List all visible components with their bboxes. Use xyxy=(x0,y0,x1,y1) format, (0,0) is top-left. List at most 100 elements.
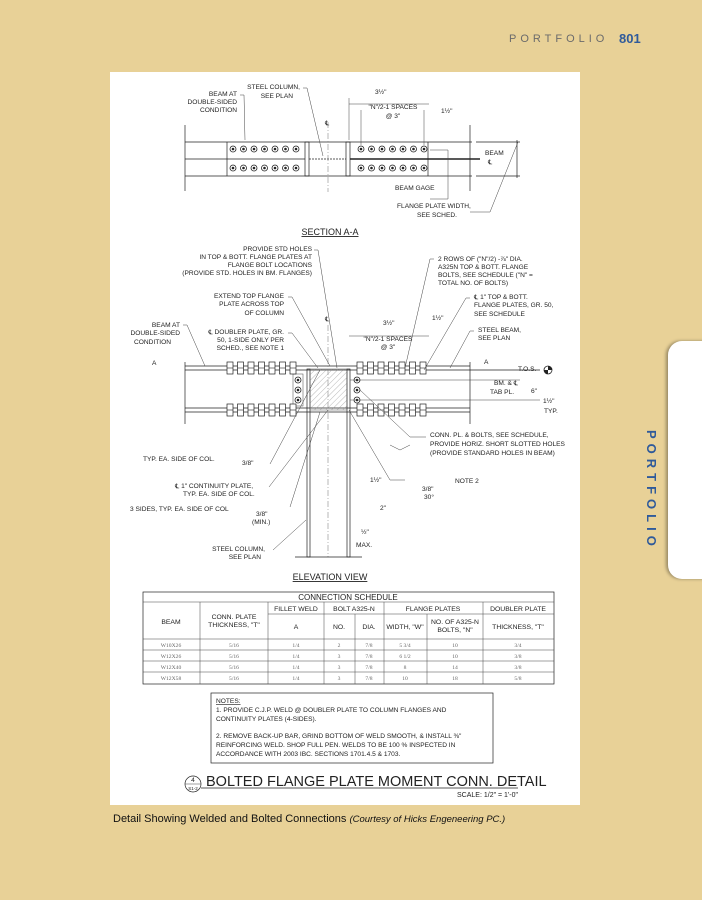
header-bolts-n-1: NO. OF A325-N xyxy=(431,619,479,626)
table-cell: 5/16 xyxy=(229,654,239,660)
group-fillet-weld: FILLET WELD xyxy=(274,606,318,613)
detail-title-block: 4 S1-2 BOLTED FLANGE PLATE MOMENT CONN. … xyxy=(184,774,547,799)
aa-dim-3half: 3½" xyxy=(375,88,387,96)
el-rows-bolts-3: BOLTS, SEE SCHEDULE ("N" = xyxy=(438,272,533,279)
aa-flange-width-2: SEE SCHED. xyxy=(417,212,457,219)
bolt-center xyxy=(284,166,287,170)
notes-box: NOTES: 1. PROVIDE C.J.P. WELD @ DOUBLER … xyxy=(210,692,494,764)
table-cell: 10 xyxy=(452,643,458,649)
header-doubler-thickness: THICKNESS, "T" xyxy=(492,624,544,631)
el-std-holes-4: (PROVIDE STD. HOLES IN BM. FLANGES) xyxy=(182,270,312,277)
bolt-center xyxy=(359,166,363,170)
caption-text: Detail Showing Welded and Bolted Connect… xyxy=(113,813,347,825)
table-cell: 7/8 xyxy=(365,654,372,660)
el-centerline: ℄ xyxy=(324,316,330,323)
caption-credit: (Courtesy of Hicks Engeneering PC.) xyxy=(349,814,506,825)
bolt-center xyxy=(391,147,394,151)
aa-centerline: ℄ xyxy=(324,120,330,127)
table-cell: 6 1/2 xyxy=(399,654,411,660)
el-three-sides: 3 SIDES, TYP. EA. SIDE OF COL xyxy=(130,506,229,513)
side-tab-label: PORTFOLIO xyxy=(644,430,659,551)
el-extend-top-2: PLATE ACROSS TOP xyxy=(219,301,284,308)
connection-schedule-table: CONNECTION SCHEDULE FILLET WELD BOLT A32… xyxy=(142,591,555,685)
el-doubler-1: ℄ DOUBLER PLATE, GR. xyxy=(207,329,284,336)
header-a: A xyxy=(294,624,299,631)
aa-dim-1half: 1½" xyxy=(441,107,453,115)
el-dim-3half: 3½" xyxy=(383,319,395,327)
table-cell: 5 3/4 xyxy=(399,643,411,649)
bolt-center xyxy=(242,166,245,170)
figure-caption: Detail Showing Welded and Bolted Connect… xyxy=(113,813,505,825)
el-beam-label-1: BEAM AT xyxy=(152,322,180,329)
bolt-center xyxy=(231,147,235,151)
page-number: 801 xyxy=(619,31,641,46)
detail-number: 4 xyxy=(191,777,195,784)
el-std-holes-3: FLANGE BOLT LOCATIONS xyxy=(228,262,313,269)
bolt-center xyxy=(370,166,373,170)
table-cell: W12X40 xyxy=(161,665,182,671)
header-width: WIDTH, "W" xyxy=(386,624,424,631)
table-cell: W12X26 xyxy=(161,654,182,660)
aa-spaces: "N"/2-1 SPACES xyxy=(369,104,419,111)
el-section-mark-right: A xyxy=(484,359,489,366)
bolt-center xyxy=(412,147,415,151)
aa-beam-cl-symbol: ℄ xyxy=(487,159,493,166)
el-dim-1half-b: 1½" xyxy=(370,476,382,484)
header-bolts-n-2: BOLTS, "N" xyxy=(437,627,473,634)
el-rows-bolts-4: TOTAL NO. OF BOLTS) xyxy=(438,280,508,287)
table-cell: 7/8 xyxy=(365,665,372,671)
drawing-panel xyxy=(110,72,580,805)
el-beam-label-3: CONDITION xyxy=(134,339,171,346)
el-tos: T.O.S. xyxy=(518,366,536,373)
section-aa-title: SECTION A-A xyxy=(301,227,358,237)
el-std-holes-2: IN TOP & BOTT. FLANGE PLATES AT xyxy=(199,254,312,261)
bolt-center xyxy=(252,166,256,170)
el-note2: NOTE 2 xyxy=(455,478,479,485)
side-tab xyxy=(668,341,702,579)
bolt-center xyxy=(380,166,384,170)
aa-spacing: @ 3" xyxy=(386,113,401,120)
el-doubler-2: 50, 1-SIDE ONLY PER xyxy=(217,337,284,344)
bolt-center xyxy=(231,166,235,170)
detail-sheet: S1-2 xyxy=(188,786,198,791)
note-line: 1. PROVIDE C.J.P. WELD @ DOUBLER PLATE T… xyxy=(216,707,447,714)
table-cell: 1/4 xyxy=(292,665,299,671)
elevation-title: ELEVATION VIEW xyxy=(293,572,368,582)
el-max: MAX. xyxy=(356,542,372,549)
detail-title: BOLTED FLANGE PLATE MOMENT CONN. DETAIL xyxy=(206,774,547,790)
bolt-center xyxy=(296,378,300,382)
note-line: ACCORDANCE WITH 2003 IBC. SECTIONS 1701.… xyxy=(216,751,400,758)
table-cell: 2 xyxy=(338,643,341,649)
bolt-center xyxy=(296,388,300,392)
bolt-center xyxy=(401,166,405,170)
bolt-center xyxy=(294,166,298,170)
table-cell: 5/16 xyxy=(229,643,239,649)
header-no: NO. xyxy=(333,624,345,631)
el-conn-pl-2: PROVIDE HORIZ. SHORT SLOTTED HOLES xyxy=(430,441,566,448)
aa-beam-label-1: BEAM AT xyxy=(209,91,237,98)
el-weld-note2-1: 3/8" xyxy=(422,486,434,493)
bolt-center xyxy=(284,147,287,151)
bolt-center xyxy=(422,166,426,170)
el-doubler-3: SCHED., SEE NOTE 1 xyxy=(217,345,285,352)
table-cell: 1/4 xyxy=(292,654,299,660)
table-cell: W10X26 xyxy=(161,643,182,649)
table-cell: 14 xyxy=(452,665,458,671)
bolt-center xyxy=(359,147,363,151)
table-cell: 3 xyxy=(338,654,341,660)
el-dim-1half-typ: 1½" xyxy=(543,397,555,405)
note-line: 2. REMOVE BACK-UP BAR, GRIND BOTTOM OF W… xyxy=(216,733,462,740)
table-cell: 5/16 xyxy=(229,676,239,682)
el-column-label-1: STEEL COLUMN, xyxy=(212,546,265,553)
el-weld-min-2: (MIN.) xyxy=(252,519,270,526)
bolt-center xyxy=(380,147,384,151)
el-bm-tab-1: BM. & ℄ xyxy=(494,380,519,387)
el-typ-side: TYP. EA. SIDE OF COL. xyxy=(143,456,215,463)
el-column-label-2: SEE PLAN xyxy=(229,554,261,561)
el-weld-note2-2: 30° xyxy=(424,493,434,501)
el-conn-pl-3: (PROVIDE STANDARD HOLES IN BEAM) xyxy=(430,450,555,457)
detail-scale: SCALE: 1/2" = 1'-0" xyxy=(457,792,518,799)
bolt-center xyxy=(422,147,426,151)
bolt-center xyxy=(294,147,298,151)
